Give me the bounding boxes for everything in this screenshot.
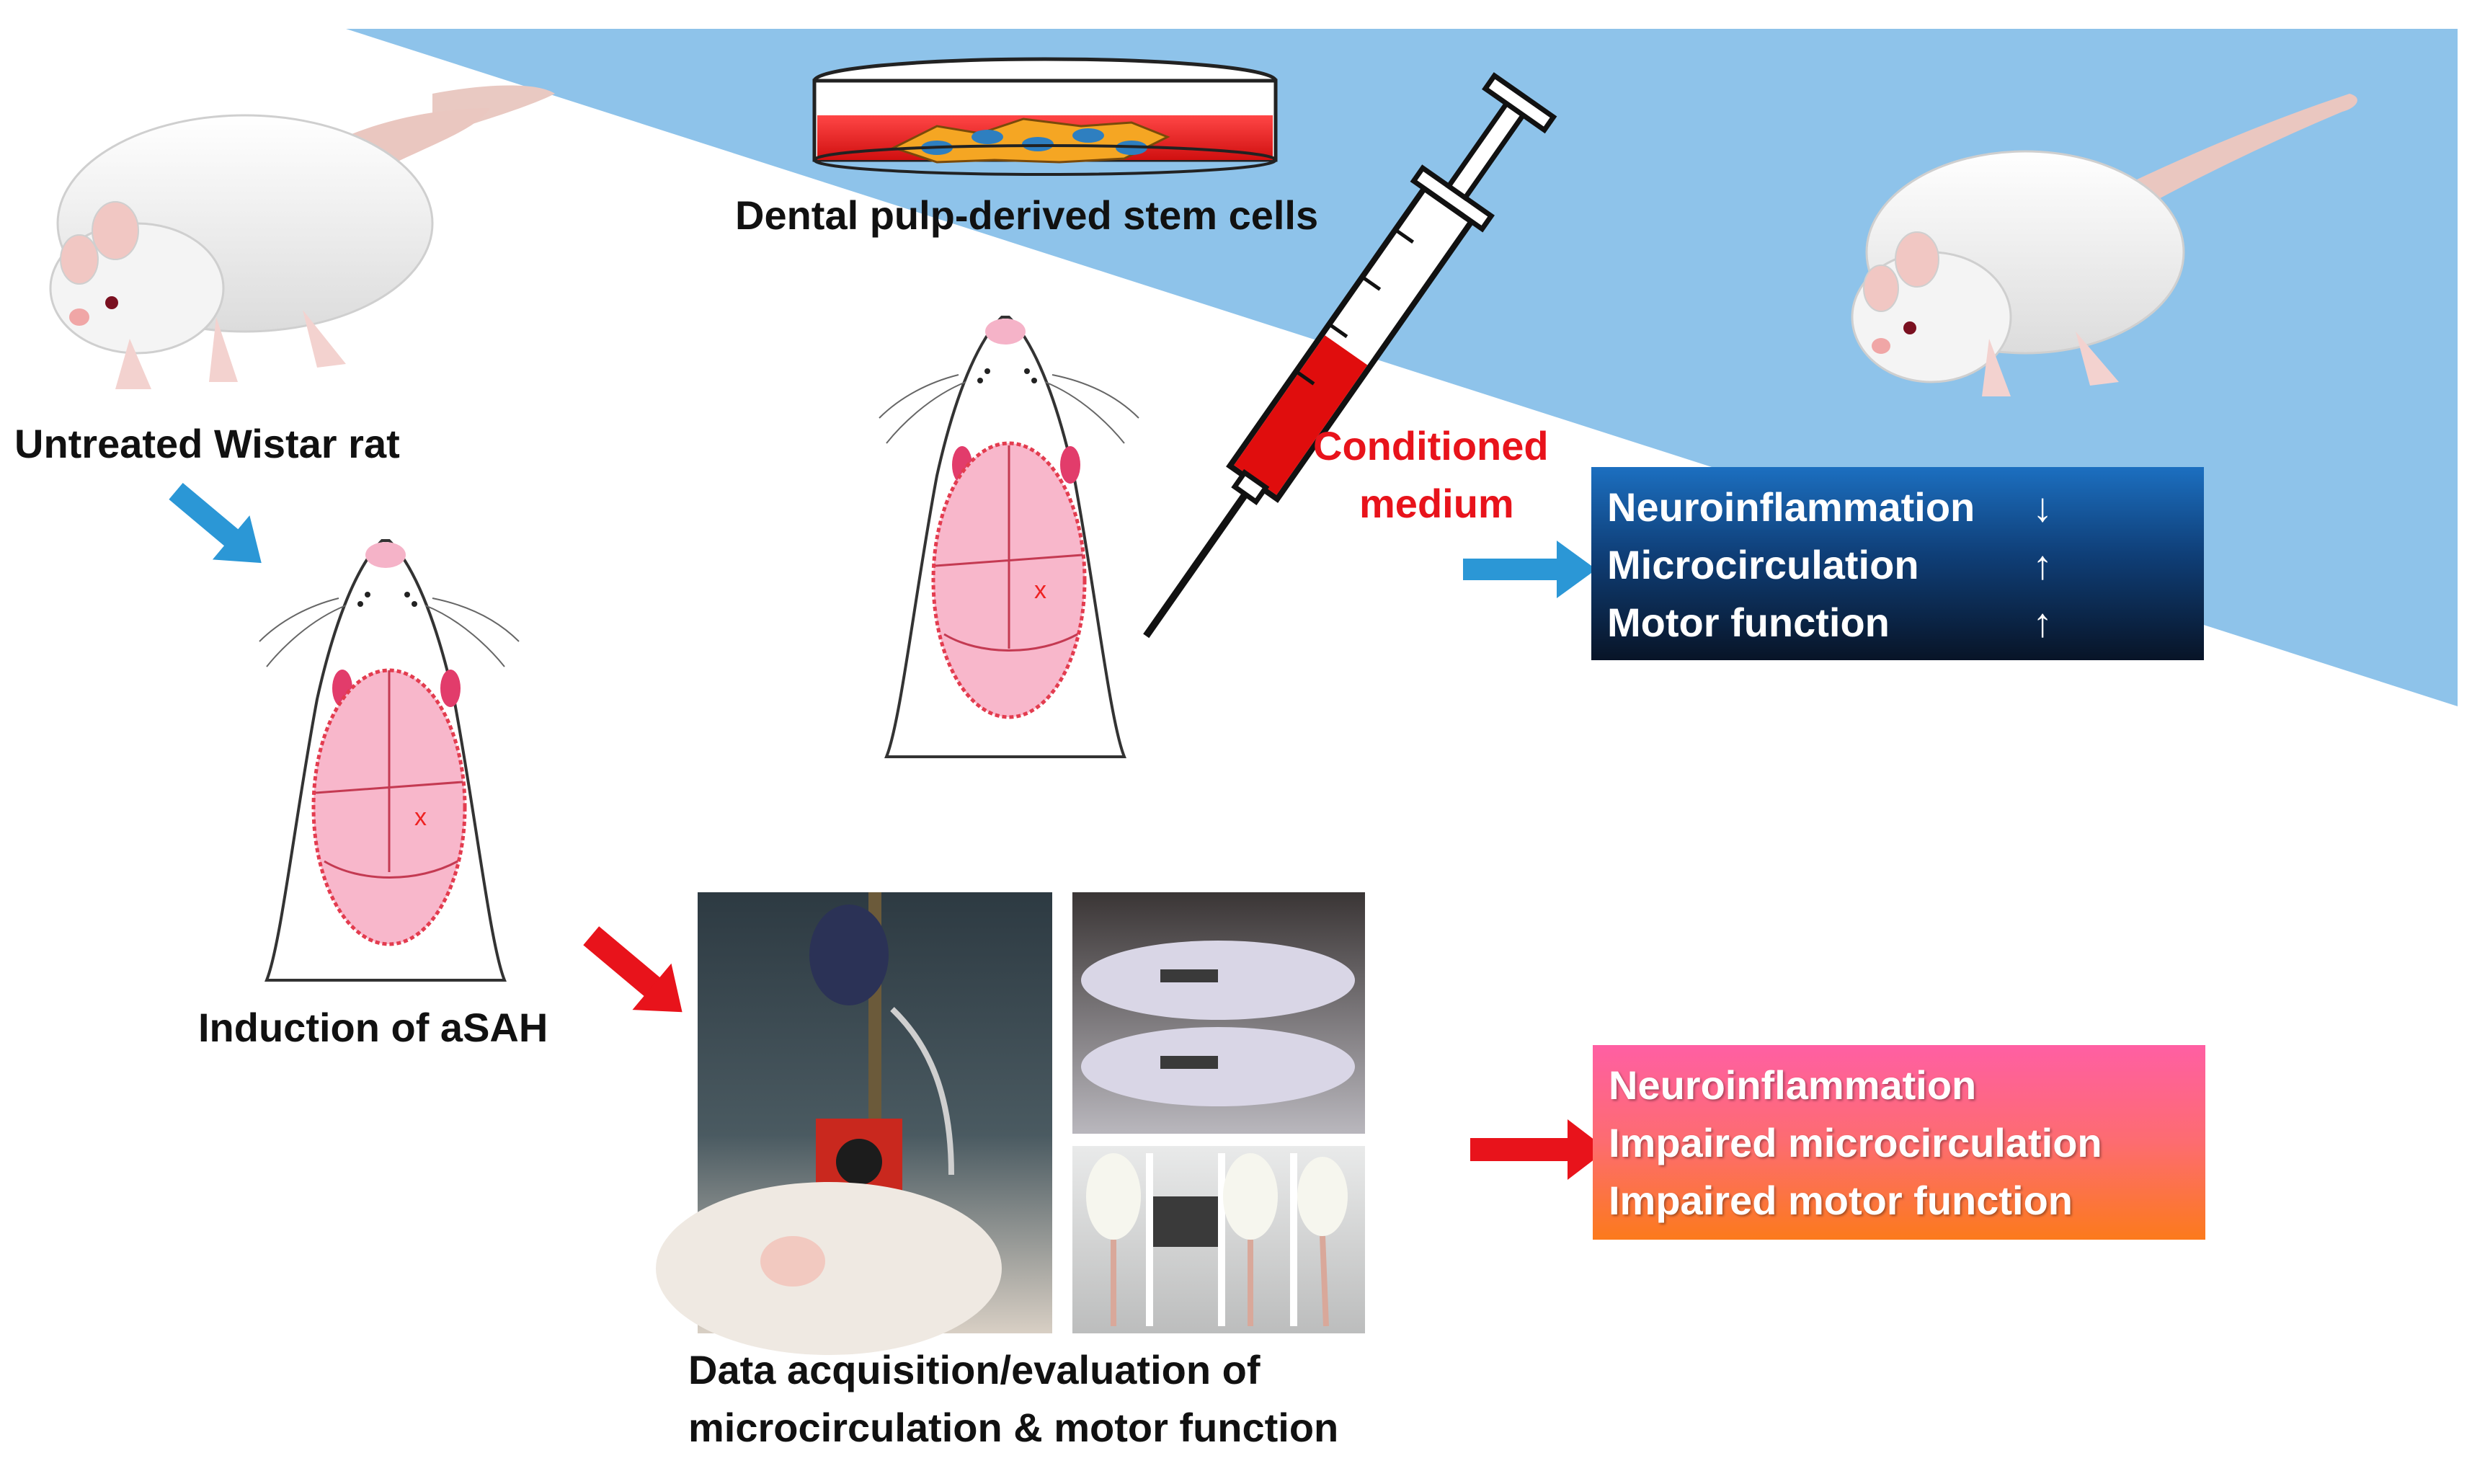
red-arrow-down-right xyxy=(583,926,683,1013)
svg-text:x: x xyxy=(414,804,427,831)
outcome-row: Neuroinflammation xyxy=(1609,1057,2189,1114)
blue-arrow-right xyxy=(1463,541,1596,598)
outcome-label: Neuroinflammation xyxy=(1607,484,1975,530)
petri-dish-icon xyxy=(812,57,1278,176)
rat-head-skull-icon: x xyxy=(259,539,520,982)
outcome-label: Microcirculation xyxy=(1607,542,1919,587)
data-acquisition-label-line2: microcirculation & motor function xyxy=(688,1405,1339,1450)
outcome-row: Neuroinflammation ↓ xyxy=(1607,479,2188,536)
outcome-label: Motor function xyxy=(1607,600,1890,645)
photo-laser-doppler-setup xyxy=(656,892,1052,1355)
outcome-row: Microcirculation ↑ xyxy=(1607,536,2188,594)
white-rat-icon xyxy=(1851,94,2357,396)
svg-text:x: x xyxy=(1034,577,1046,604)
data-acquisition-label-line1: Data acquisition/evaluation of xyxy=(688,1347,1261,1392)
outcome-label: Neuroinflammation xyxy=(1609,1062,1977,1108)
arrow-up-icon: ↑ xyxy=(2032,542,2053,587)
outcome-row: Motor function ↑ xyxy=(1607,594,2188,652)
untreated-rat-label: Untreated Wistar rat xyxy=(14,421,400,466)
photo-activity-chambers xyxy=(1072,892,1365,1134)
outcome-label: Impaired motor function xyxy=(1609,1178,2073,1223)
outcome-label: Impaired microcirculation xyxy=(1609,1120,2102,1165)
arrow-up-icon: ↑ xyxy=(2032,600,2053,645)
stem-cells-label: Dental pulp-derived stem cells xyxy=(735,192,1319,238)
conditioned-medium-label-line1: Conditioned xyxy=(1313,423,1549,468)
blue-arrow-down-right xyxy=(169,482,262,564)
arrow-down-icon: ↓ xyxy=(2032,484,2053,530)
induction-label: Induction of aSAH xyxy=(198,1005,548,1050)
conditioned-medium-label-line2: medium xyxy=(1359,481,1514,526)
treated-outcome-box: Neuroinflammation ↓ Microcirculation ↑ M… xyxy=(1591,467,2204,660)
rat-head-skull-icon: x xyxy=(879,316,1139,758)
syringe-icon xyxy=(1143,72,1557,639)
untreated-outcome-box: Neuroinflammation Impaired microcirculat… xyxy=(1593,1045,2205,1240)
outcome-row: Impaired microcirculation xyxy=(1609,1114,2189,1172)
outcome-row: Impaired motor function xyxy=(1609,1172,2189,1230)
photo-rats-in-restrainers xyxy=(1072,1146,1365,1333)
white-rat-icon xyxy=(49,85,555,389)
red-arrow-right xyxy=(1470,1119,1607,1180)
